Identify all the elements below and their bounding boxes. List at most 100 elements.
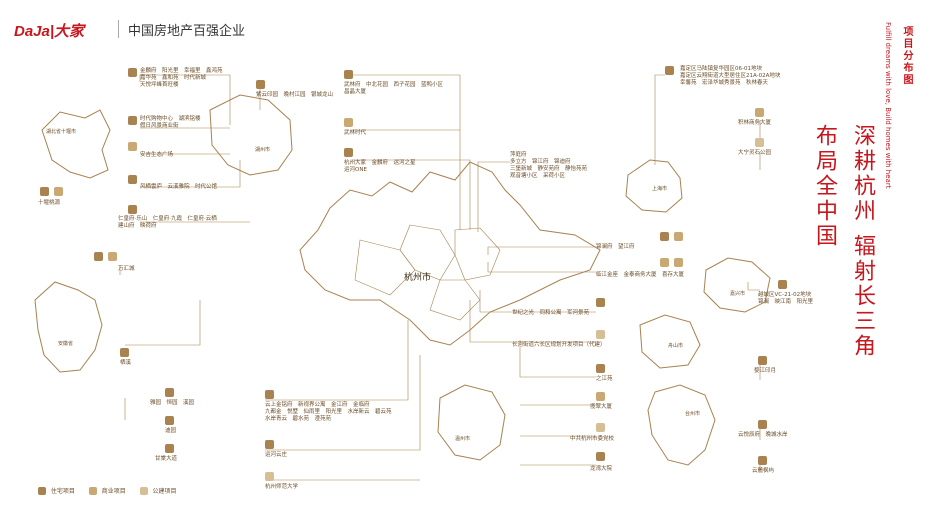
wenzhou-region [437,384,506,461]
residential-icon [596,298,605,307]
residential-icon [40,187,49,196]
taizhou-region [647,384,716,466]
residential-icon [256,80,265,89]
city-label-taizhou: 台州市 [685,411,701,417]
anhui-region [34,281,103,373]
project-label: 万汇城 [118,266,135,272]
project-label: 云麓枫屿 [752,468,775,474]
project-label: 锦澜府 望江府 [596,244,635,250]
commercial-icon [674,232,683,241]
project-label: 杭州师范大学 [265,484,299,490]
huzhou-region [209,94,293,176]
commercial-legend-icon [88,486,97,495]
residential-icon [165,416,174,425]
commercial-icon [596,392,605,401]
project-label: 甘棠大道 [155,456,178,462]
project-label: 杭州大家 金麟府 运河之星运河ONE [344,160,416,173]
public-icon [596,330,605,339]
city-label-shiyan: 湖北省十堰市 [46,129,77,135]
project-label: 栖溪 [120,360,132,366]
residential-icon [128,116,137,125]
legend-commercial: 商业项目 [101,488,126,495]
page-title: 项目分布图 [901,26,912,86]
project-label: 揽翠大厦 [590,404,613,410]
residential-icon [128,205,137,214]
project-label: 迪园 [165,428,177,434]
project-label: 长河街道六长区规划开发项目（代建） [512,342,606,348]
public-legend-icon [139,486,148,495]
city-label-jiaxing: 嘉兴市 [730,291,746,297]
project-label: 萍庭府多立方 锦江府 锦迪府三堡新城 静安苑府 静怡苑苑观音塘小区 采荷小区 [510,152,588,179]
slogan-line-1: 深耕杭州 辐射长三角 [850,124,875,359]
project-label: 金麟府 阳光里 幸福里 鑫鸿苑嘉华苑 鑫和苑 时代新城天悦坪峰首旺楼 [140,68,223,88]
project-label: 安吉生态广场 [140,152,174,158]
commercial-icon [660,258,669,267]
commercial-icon [54,187,63,196]
project-label: 中共杭州市委党校 [570,436,615,442]
residential-icon [128,68,137,77]
project-label: 十堰桃源 [38,200,61,206]
project-label: 雅园 恒园 溪园 [150,400,195,406]
residential-icon [94,252,103,261]
project-label: 武林府 中北花园 西子花园 蓝鸭小区昌晶大厦 [344,82,444,95]
project-label: 云上金铭府 新视界公寓 金江府 金临府九都金 悦墅 仙雨里 阳光里 水岸新云 碧… [265,402,392,422]
commercial-icon [674,258,683,267]
residential-icon [265,440,274,449]
legend-residential: 住宅项目 [50,488,75,495]
project-label: 婺江印月 [754,368,777,374]
shiyan-region [41,109,111,179]
commercial-icon [128,142,137,151]
commercial-icon [344,118,353,127]
commercial-icon [108,252,117,261]
project-label: 仁皇府·乐山 仁皇府·九霞 仁皇府·云栖建山府 映荷府 [118,216,217,229]
english-slogan: Fulfill dreams with love, Build homes wi… [884,22,892,189]
residential-icon [660,232,669,241]
hangzhou-region [299,161,601,346]
residential-icon [758,456,767,465]
legend-public: 公建项目 [152,488,177,495]
brand-logo: DaJa|大家 [14,23,85,40]
project-label: 临江金座 金泰商务大厦 喜存大厦 [596,272,685,278]
residential-icon [758,356,767,365]
zhoushan-region [639,314,701,369]
residential-icon [596,452,605,461]
residential-icon [778,280,787,289]
project-label: 积林商务大厦 [738,120,772,126]
project-label: 紫云印园 晚村江园 银城龙山 [256,92,334,98]
public-icon [755,138,764,147]
residential-icon [344,70,353,79]
map-legend: 住宅项目 商业项目 公建项目 [38,486,177,495]
city-label-hangzhou: 杭州市 [404,273,432,283]
public-icon [265,472,274,481]
residential-icon [120,348,129,357]
residential-icon [344,148,353,157]
project-label: 时代购物中心 湖滨铭楼假日风景商业街 [140,116,201,129]
project-label: 嘉定区马陆镇复华园区06-01地块嘉定区云翔街道大型居住区21A-02A地块幸馨… [680,66,781,86]
city-label-zhoushan: 舟山市 [668,343,684,349]
city-label-wenzhou: 温州市 [455,436,471,442]
residential-icon [758,420,767,429]
project-label: 世纪之光 同和公寓 军河景苑 [512,310,590,316]
residential-legend-icon [38,486,46,495]
project-label: 云悦辰府 晚城水岸 [738,432,788,438]
residential-icon [128,175,137,184]
project-label: 越城区VC-21-02地块锦澜 映江南 阳光里 [758,292,814,305]
city-label-huzhou: 湖州市 [255,147,271,153]
residential-icon [665,66,674,75]
public-icon [596,423,605,432]
city-label-shanghai: 上海市 [652,186,668,192]
slogan-line-2: 布局全中国 [812,124,837,249]
project-label: 运河云庄 [265,452,288,458]
commercial-icon [755,108,764,117]
residential-icon [165,388,174,397]
residential-icon [165,444,174,453]
brand-tagline: 中国房地产百强企业 [128,24,246,39]
project-label: 武林时代 [344,130,367,136]
city-label-anhui: 安徽省 [58,341,74,347]
project-label: 大宁灵石公园 [738,150,772,156]
jiaxing-region [703,257,771,313]
residential-icon [265,390,274,399]
project-label: 风栖雲庐 云溪雅院 时代公馆 [140,184,218,190]
header-divider [118,20,119,38]
